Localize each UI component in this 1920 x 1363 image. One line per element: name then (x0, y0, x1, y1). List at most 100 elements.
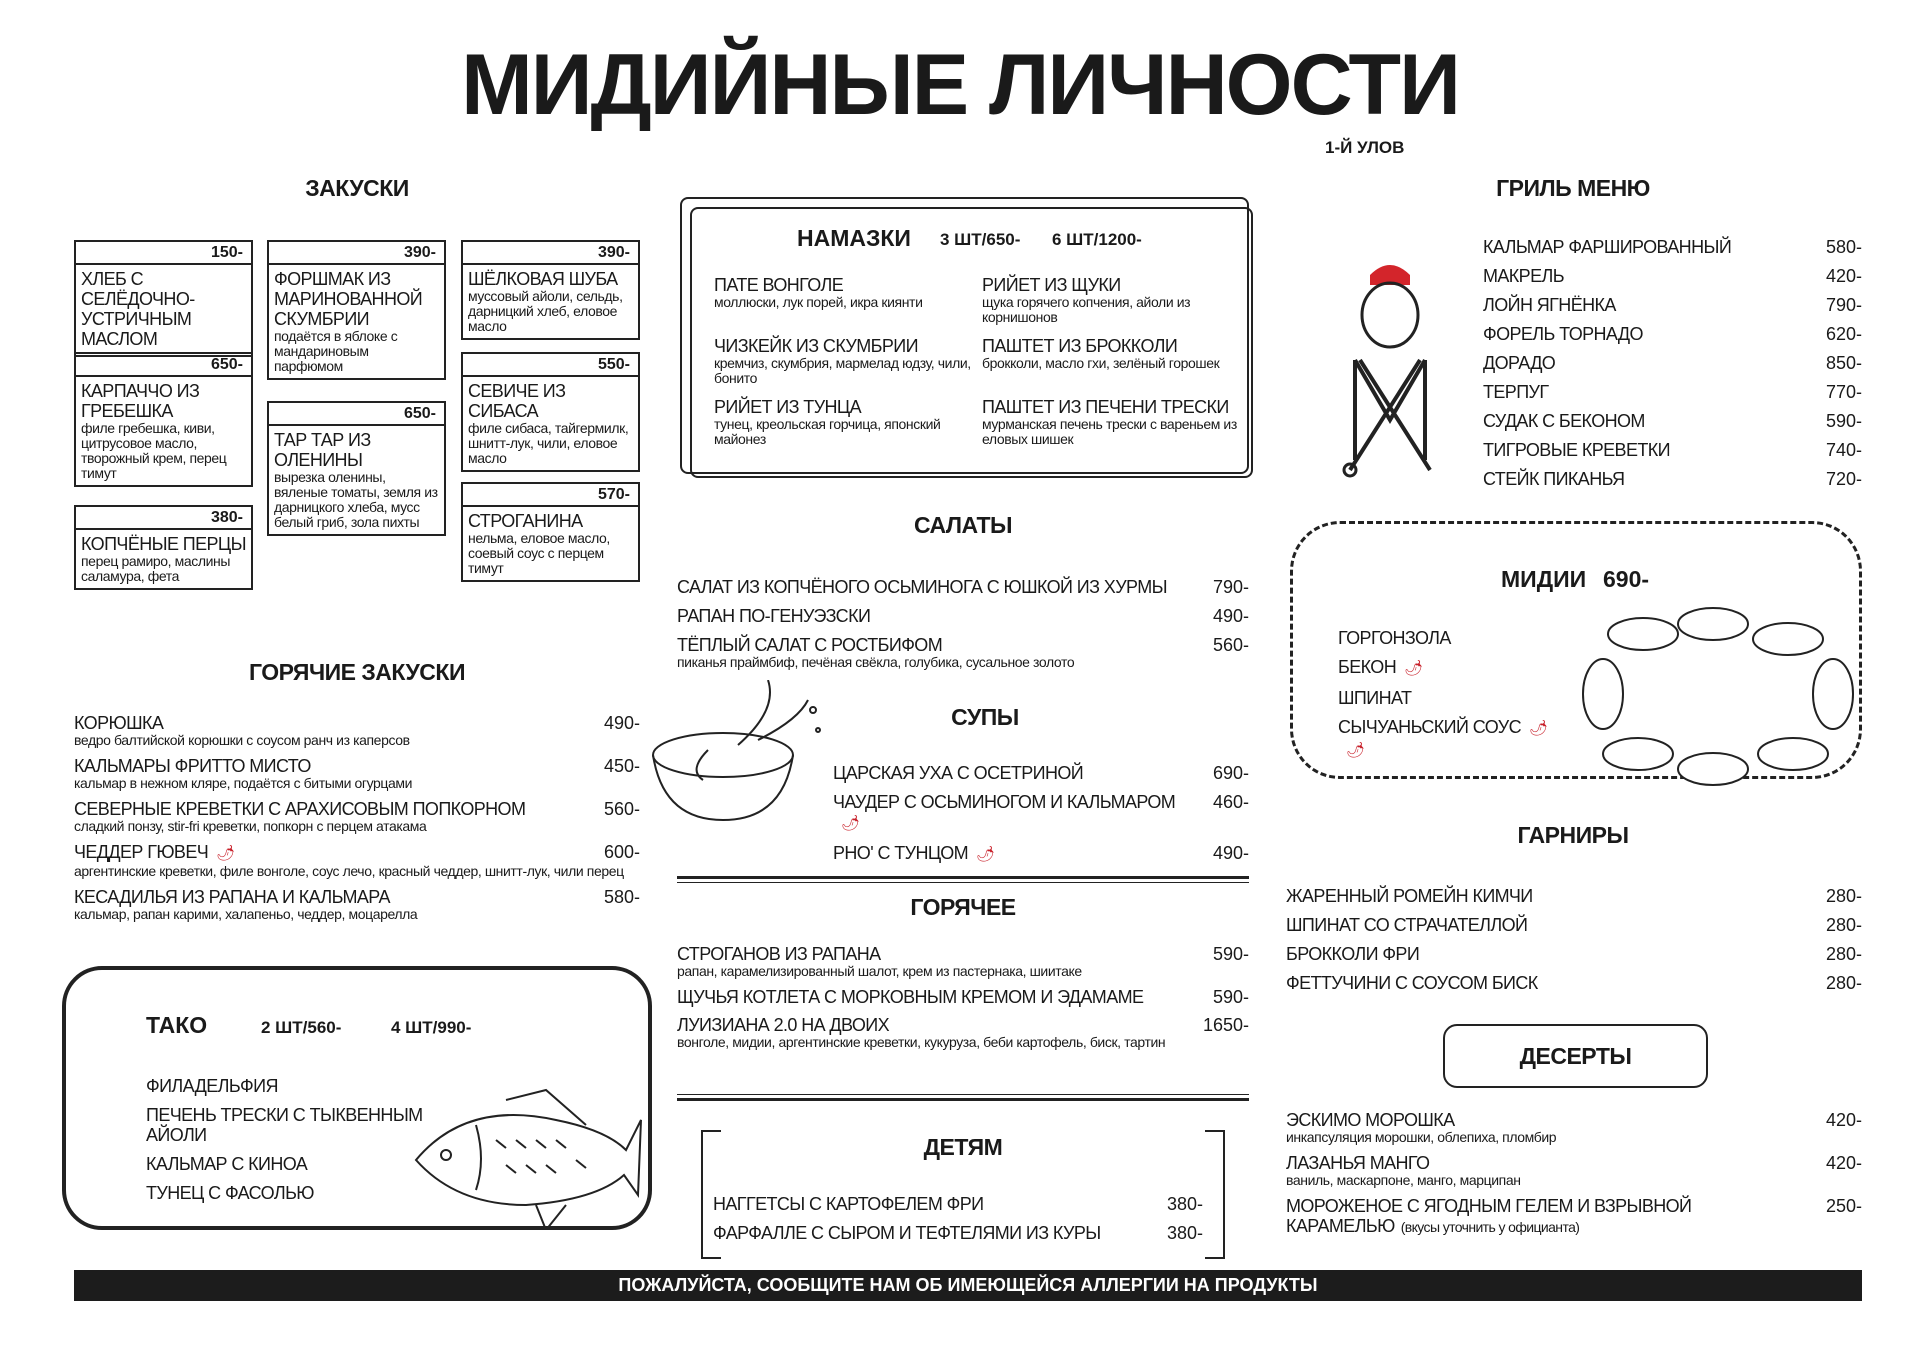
item-name: ТИГРОВЫЕ КРЕВЕТКИ (1483, 440, 1862, 460)
item-name-text: ФЕТТУЧИНИ С СОУСОМ БИСК (1286, 973, 1538, 993)
item-price: 560- (1212, 635, 1249, 655)
chili-pepper-icon: 🌶 (1529, 720, 1548, 737)
item-name: ТЕРПУГ (1483, 382, 1862, 402)
salads-list: САЛАТ ИЗ КОПЧЁНОГО ОСЬМИНОГА С ЮШКОЙ ИЗ … (677, 577, 1249, 679)
item-description: моллюски, лук порей, икра киянти (714, 294, 923, 310)
menu-item: САЛАТ ИЗ КОПЧЁНОГО ОСЬМИНОГА С ЮШКОЙ ИЗ … (677, 577, 1249, 597)
item-name: ШЁЛКОВАЯ ШУБА (468, 269, 618, 289)
item-name-text: КЕСАДИЛЬЯ ИЗ РАПАНА И КАЛЬМАРА (74, 887, 390, 907)
item-name-text: ФАРФАЛЛЕ С СЫРОМ И ТЕФТЕЛЯМИ ИЗ КУРЫ (713, 1223, 1101, 1243)
item-price: 570- (463, 484, 638, 507)
chili-pepper-icon: 🌶 (1404, 660, 1423, 677)
menu-subtitle: 1-Й УЛОВ (1325, 138, 1405, 157)
item-description: тунец, креольская горчица, японский майо… (714, 416, 941, 447)
item-name-text: СУДАК С БЕКОНОМ (1483, 411, 1645, 431)
item-name-text: ШПИНАТ СО СТРАЧАТЕЛЛОЙ (1286, 915, 1528, 935)
item-name-text: МАКРЕЛЬ (1483, 266, 1565, 286)
item-price: 560- (603, 799, 640, 819)
item-name: КАЛЬМАР С КИНОА (146, 1154, 546, 1174)
soup-bowl-illustration (652, 680, 821, 822)
item-name-text: ЛОЙН ЯГНЁНКА (1483, 295, 1616, 315)
item-name: ТУНЕЦ С ФАСОЛЬЮ (146, 1183, 546, 1203)
spreads-box: НАМАЗКИ 3 ШТ/650- 6 ШТ/1200- ПАТЕ ВОНГОЛ… (680, 197, 1253, 478)
item-name: СТЕЙК ПИКАНЬЯ (1483, 469, 1862, 489)
item-price: 790- (1212, 577, 1249, 597)
item-name-text: ТЕРПУГ (1483, 382, 1549, 402)
item-name: СЕВЕРНЫЕ КРЕВЕТКИ С АРАХИСОВЫМ ПОПКОРНОМ (74, 799, 640, 819)
item-price: 650- (76, 354, 251, 377)
item-description: вонголе, мидии, аргентинские креветки, к… (677, 1034, 1166, 1050)
item-price: 580- (1825, 237, 1862, 257)
fish-illustration (414, 1088, 642, 1230)
item-price: 590- (1212, 987, 1249, 1007)
item-name-text: СТЕЙК ПИКАНЬЯ (1483, 469, 1625, 489)
item-name: ЛАЗАНЬЯ МАНГО (1286, 1153, 1862, 1173)
item-name-text: ЛУИЗИАНА 2.0 НА ДВОИХ (677, 1015, 890, 1035)
menu-item: СЕВЕРНЫЕ КРЕВЕТКИ С АРАХИСОВЫМ ПОПКОРНОМ… (74, 799, 640, 834)
item-name: ПЕЧЕНЬ ТРЕСКИ С ТЫКВЕННЫМ АЙОЛИ (146, 1105, 546, 1145)
item-name: ЛУИЗИАНА 2.0 НА ДВОИХ (677, 1015, 1249, 1035)
item-name: ФИЛАДЕЛЬФИЯ (146, 1076, 546, 1096)
item-name: ФАРФАЛЛЕ С СЫРОМ И ТЕФТЕЛЯМИ ИЗ КУРЫ (713, 1223, 1203, 1243)
item-price: 1650- (1202, 1015, 1249, 1035)
item-name-text: ТИГРОВЫЕ КРЕВЕТКИ (1483, 440, 1671, 460)
item-price: 650- (269, 403, 444, 426)
item-name-text: ЭСКИМО МОРОШКА (1286, 1110, 1455, 1130)
item-name: РИЙЕТ ИЗ ТУНЦА (714, 397, 862, 417)
spreads-price-6: 6 ШТ/1200- (1052, 230, 1142, 249)
item-price: 790- (1825, 295, 1862, 315)
item-price: 720- (1825, 469, 1862, 489)
item-description: перец рамиро, маслины саламура, фета (81, 553, 231, 584)
item-name: ПАШТЕТ ИЗ БРОККОЛИ (982, 336, 1178, 356)
item-description: ведро балтийской корюшки с соусом ранч и… (74, 732, 410, 748)
item-price: 420- (1825, 266, 1862, 286)
item-price: 690- (1212, 763, 1249, 783)
item-name-text: СЕВЕРНЫЕ КРЕВЕТКИ С АРАХИСОВЫМ ПОПКОРНОМ (74, 799, 526, 819)
item-price: 590- (1212, 944, 1249, 964)
item-name: ШПИНАТ СО СТРАЧАТЕЛЛОЙ (1286, 915, 1862, 935)
item-name: ШПИНАТ (1338, 688, 1638, 708)
item-name: МАКРЕЛЬ (1483, 266, 1862, 286)
section-title-grill: ГРИЛЬ МЕНЮ (1496, 175, 1650, 201)
menu-item: ГОРГОНЗОЛА (1338, 628, 1638, 648)
item-name-text: МОРОЖЕНОЕ С ЯГОДНЫМ ГЕЛЕМ И ВЗРЫВНОЙ КАР… (1286, 1196, 1692, 1236)
item-description: кальмар, рапан карими, халапеньо, чеддер… (74, 906, 418, 922)
section-title-desserts: ДЕСЕРТЫ (1443, 1024, 1708, 1088)
item-name: ПАТЕ ВОНГОЛЕ (714, 275, 844, 295)
item-name-text: ЩУЧЬЯ КОТЛЕТА С МОРКОВНЫМ КРЕМОМ И ЭДАМА… (677, 987, 1144, 1007)
item-price: 600- (603, 842, 640, 862)
item-name: ГОРГОНЗОЛА (1338, 628, 1638, 648)
item-name: САЛАТ ИЗ КОПЧЁНОГО ОСЬМИНОГА С ЮШКОЙ ИЗ … (677, 577, 1249, 597)
item-name: БРОККОЛИ ФРИ (1286, 944, 1862, 964)
tacos-price-2: 2 ШТ/560- (261, 1018, 342, 1037)
item-description: муссовый айоли, сельдь, дарницкий хлеб, … (468, 288, 623, 334)
item-price: 380- (1166, 1194, 1203, 1214)
item-name: КОРЮШКА (74, 713, 640, 733)
menu-item: ФИЛАДЕЛЬФИЯ (146, 1076, 546, 1096)
item-price: 390- (269, 242, 444, 265)
section-title-soups: СУПЫ (951, 704, 1019, 730)
item-price: 250- (1825, 1196, 1862, 1216)
section-title-sides: ГАРНИРЫ (1517, 822, 1629, 848)
item-name-text: ШПИНАТ (1338, 688, 1412, 708)
